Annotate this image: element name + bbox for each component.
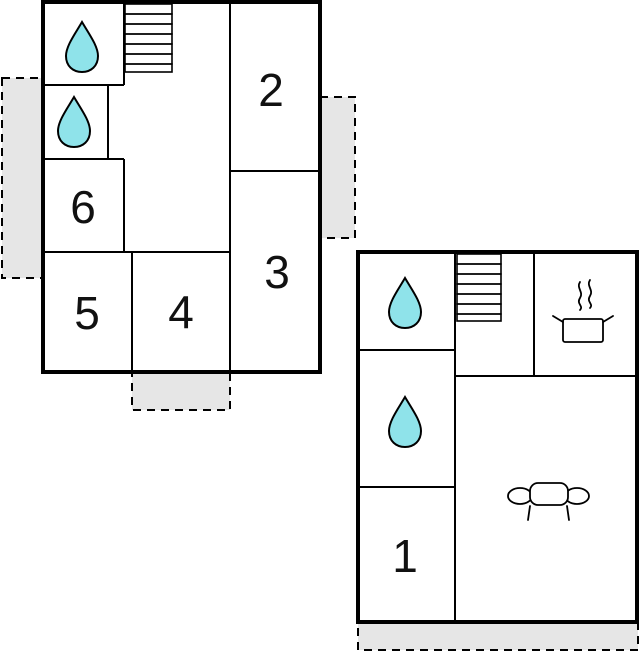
ground-floor-interior-walls xyxy=(358,252,637,622)
ground-floor-outline xyxy=(356,250,639,624)
room-number-1: 1 xyxy=(392,530,418,582)
upper-floor-interior-walls xyxy=(43,2,320,372)
upper-floor-outline xyxy=(41,0,322,374)
room-number-6: 6 xyxy=(70,181,96,233)
upper-floor-plan: 2 3 4 5 6 xyxy=(1,0,356,411)
ground-floor-plan: 1 xyxy=(356,250,639,651)
room-number-2: 2 xyxy=(258,64,284,116)
east-balcony xyxy=(319,96,356,239)
water-drop-icon xyxy=(57,96,91,148)
upper-stairs-icon xyxy=(124,3,173,73)
water-drop-icon xyxy=(388,277,422,329)
west-balcony xyxy=(1,77,45,279)
sofa-icon xyxy=(507,482,590,521)
cooking-pot-icon xyxy=(552,279,614,343)
ground-stairs-icon xyxy=(456,253,502,322)
south-balcony xyxy=(131,372,231,411)
terrace xyxy=(357,621,639,651)
room-number-3: 3 xyxy=(264,246,290,298)
water-drop-icon xyxy=(65,21,99,73)
room-number-4: 4 xyxy=(168,286,194,338)
room-number-5: 5 xyxy=(74,287,100,339)
water-drop-icon xyxy=(388,396,422,448)
